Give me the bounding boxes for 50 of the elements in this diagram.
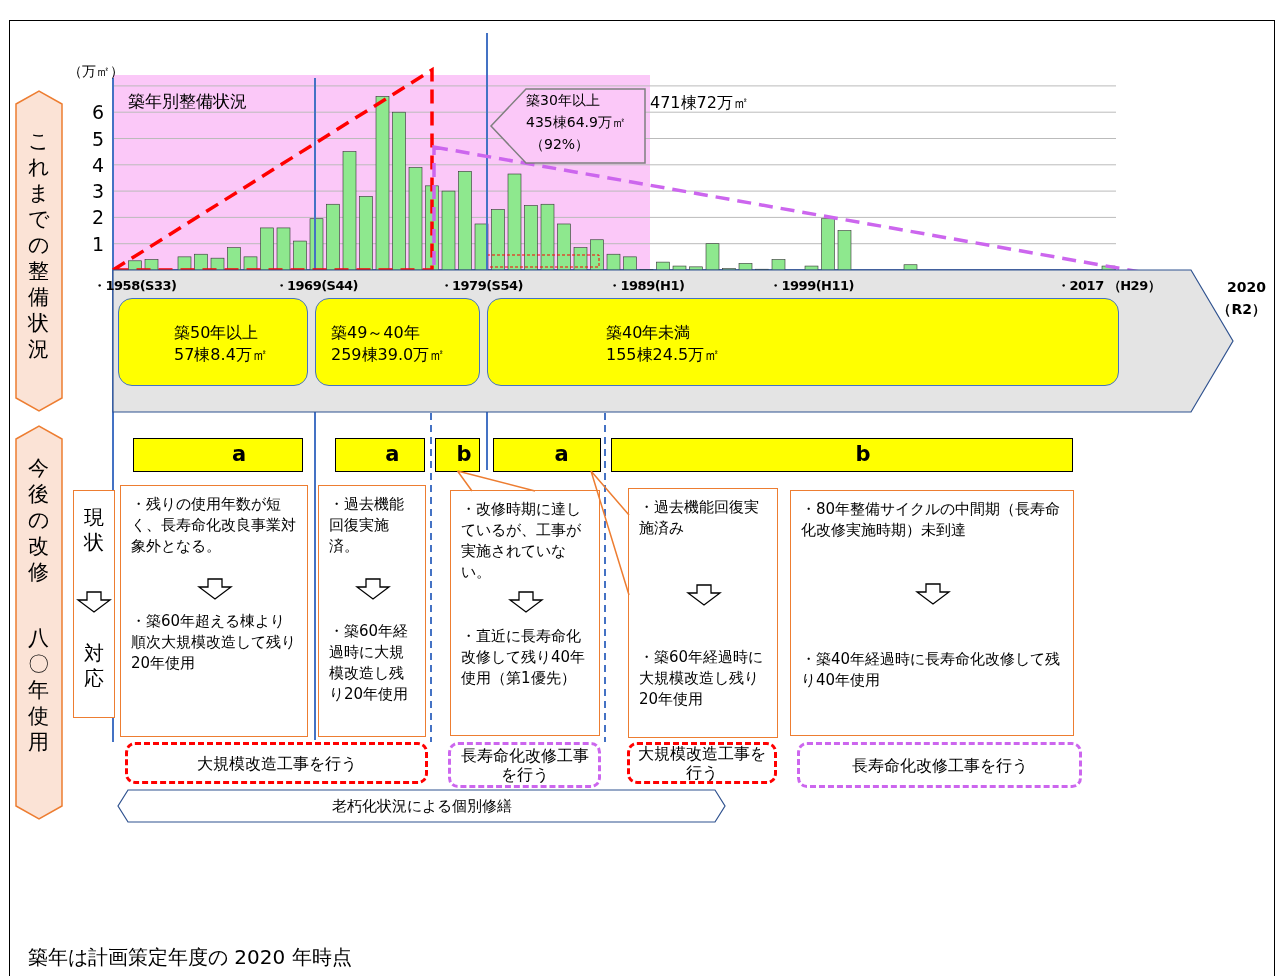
bar-letter: a	[231, 441, 247, 468]
callout-text: 築30年以上	[526, 91, 600, 110]
status-text: 対応	[83, 641, 105, 691]
note-text: ・改修時期に達しているが、工事が実施されていない。	[461, 499, 582, 583]
axis-title: （万㎡）	[68, 63, 124, 81]
tick-label: 5	[90, 128, 104, 149]
note-text: ・築60年超える棟より順次大規模改造して残り20年使用	[131, 611, 297, 674]
bar-letter: a	[553, 441, 570, 468]
callout-text: （92%）	[530, 135, 590, 154]
note-text: ・築40年経過時に長寿命化改修して残り40年使用	[801, 649, 1062, 691]
action-text: 長寿命化改修工事を行う	[459, 746, 590, 784]
tick-label: ・1969(S44)	[274, 277, 359, 295]
summary-text: 築50年以上	[174, 323, 259, 343]
bar-letter: b	[855, 441, 871, 468]
tick-label: ・2017 （H29）	[1057, 277, 1161, 295]
side-note: 471棟72万㎡	[650, 93, 749, 113]
action-text: 大規模改造工事を行う	[637, 744, 767, 782]
tick-label: 2	[90, 207, 104, 228]
tick-label: 3	[90, 181, 104, 202]
summary-text: 259棟39.0万㎡	[331, 345, 446, 365]
chart-title: 築年別整備状況	[128, 90, 247, 113]
tick-label: 1	[90, 233, 104, 254]
summary-text: 築40年未満	[606, 323, 691, 343]
summary-text: 築49～40年	[331, 323, 420, 343]
note-text: ・築60年経過時に大規模改造し残り20年使用	[639, 647, 765, 710]
note-text: ・過去機能回復実施済み	[639, 497, 760, 539]
tick-label: 4	[90, 154, 104, 175]
bar-letter: b	[456, 441, 473, 468]
note-text: ・直近に長寿命化改修して残り40年使用（第1優先）	[461, 626, 587, 689]
action-text: 大規模改造工事を行う	[195, 753, 358, 773]
band-text: 老朽化状況による個別修繕	[330, 796, 513, 816]
summary-text: 57棟8.4万㎡	[174, 345, 268, 365]
caption: 築年は計画策定年度の 2020 年時点	[28, 944, 352, 971]
tick-label: 6	[90, 102, 104, 123]
status-text: 現状	[83, 505, 105, 555]
callout-text: 435棟64.9万㎡	[526, 113, 626, 132]
note-text: ・過去機能回復実施済。	[329, 494, 405, 557]
bar-letter: a	[384, 441, 401, 468]
summary-text: 155棟24.5万㎡	[606, 345, 721, 365]
tick-label: ・1989(H1)	[608, 277, 685, 295]
band-title: これまでの整備状況	[27, 128, 50, 362]
tick-label: ・1979(S54)	[439, 277, 524, 295]
note-text: ・残りの使用年数が短く、長寿命化改良事業対象外となる。	[131, 494, 297, 557]
tick-label: ・1999(H11)	[769, 277, 855, 295]
band-title: 今後の改修	[27, 455, 50, 585]
note-text: ・築60年経過時に大規模改造し残り20年使用	[329, 621, 410, 705]
action-text: 長寿命化改修工事を行う	[850, 755, 1029, 775]
band-title: 八〇年使用	[27, 625, 50, 755]
note-text: ・80年整備サイクルの中間期（長寿命化改修実施時期）未到達	[801, 499, 1062, 541]
note-label: 2020 （R2）	[1216, 278, 1266, 319]
